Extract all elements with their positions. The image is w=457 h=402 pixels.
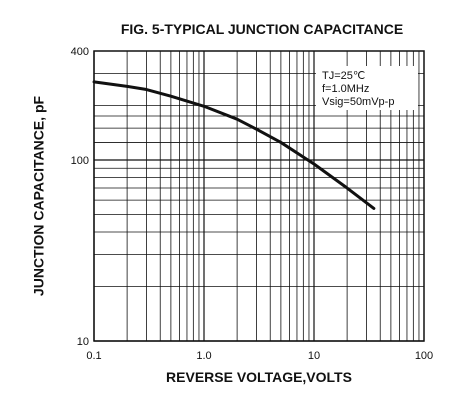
chart-title: FIG. 5-TYPICAL JUNCTION CAPACITANCE [121, 21, 403, 37]
y-tick-label: 400 [71, 46, 89, 58]
annotation-signal: Vsig=50mVp-p [322, 96, 394, 108]
x-tick-label: 100 [415, 350, 433, 362]
x-tick-label: 1.0 [196, 350, 211, 362]
x-axis-label: REVERSE VOLTAGE,VOLTS [166, 369, 352, 385]
x-tick-label: 10 [308, 350, 320, 362]
annotation-frequency: f=1.0MHz [322, 83, 369, 95]
x-tick-label: 0.1 [86, 350, 101, 362]
y-tick-label: 10 [77, 336, 89, 348]
y-tick-label: 100 [71, 155, 89, 167]
tick-labels: 0.1 1.0 10 100 10 100 400 [71, 46, 434, 362]
annotation-background [316, 66, 418, 110]
annotation-temperature: TJ=25℃ [322, 70, 365, 82]
capacitance-curve [92, 80, 376, 210]
y-axis-label: JUNCTION CAPACITANCE, pF [31, 95, 47, 296]
plot-frame [93, 50, 425, 342]
annotation-box: TJ=25℃ f=1.0MHz Vsig=50mVp-p [316, 66, 418, 110]
